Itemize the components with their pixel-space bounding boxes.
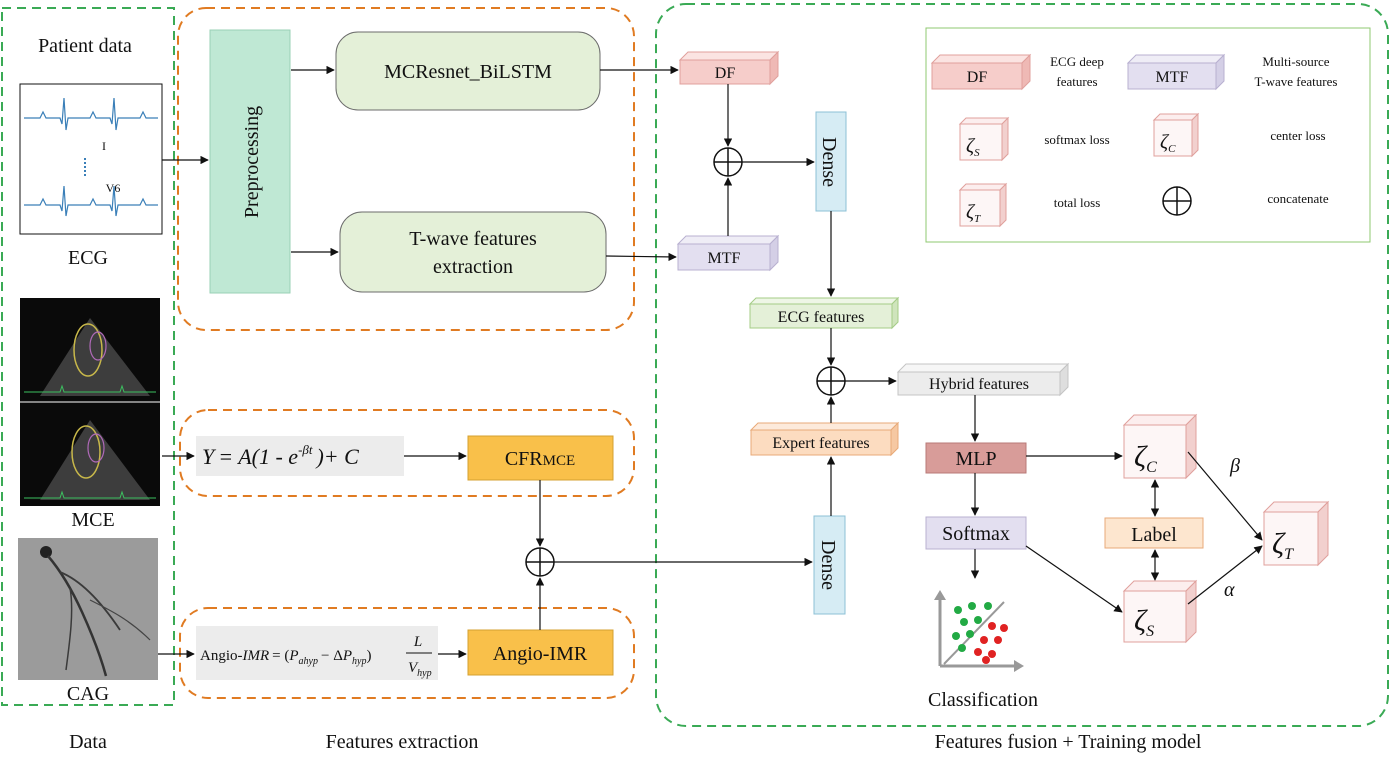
legend-df-desc-2: features (1056, 74, 1097, 89)
patient-data-title: Patient data (38, 35, 132, 57)
mce-image (20, 298, 160, 506)
legend-softmax-loss-text: softmax loss (1044, 132, 1109, 147)
legend-total-loss-text: total loss (1054, 195, 1101, 210)
mtf-label: MTF (708, 250, 741, 267)
ecg-lead-i: I (102, 139, 106, 153)
classification-plot (934, 590, 1024, 672)
dense-top-label: Dense (818, 137, 840, 187)
center-loss-symbol: ζC (1134, 440, 1157, 476)
ecg-lead-v6: V6 (106, 181, 121, 195)
legend-mtf-label: MTF (1156, 69, 1189, 86)
section-data-caption: Data (69, 731, 107, 753)
ecg-image: I V6 (19, 83, 163, 235)
twave-extraction-box (339, 211, 607, 293)
legend-center-loss-text: center loss (1270, 128, 1325, 143)
legend-df-desc-1: ECG deep (1050, 54, 1104, 69)
cag-extraction-region (179, 607, 635, 699)
hybrid-features-label: Hybrid features (929, 376, 1029, 393)
cag-caption: CAG (67, 683, 109, 705)
twave-label-line2: extraction (433, 256, 513, 278)
mcresnet-label: MCResnet_BiLSTM (384, 61, 552, 83)
preprocessing-label: Preprocessing (241, 106, 263, 218)
legend-total-loss-cube: ζT (958, 182, 1008, 228)
legend-softmax-loss-cube: ζS (958, 116, 1010, 162)
concat-symbol-hybrid (816, 366, 846, 396)
mcresnet-box (335, 31, 601, 111)
section-fusion-caption: Features fusion + Training model (935, 731, 1202, 753)
softmax-box (925, 516, 1027, 550)
connector-arrows (158, 65, 1263, 659)
center-loss-cube: ζC (1122, 413, 1198, 480)
cfr-mce-label: CFRMCE (505, 448, 575, 470)
legend-mtf-desc-2: T-wave features (1255, 74, 1338, 89)
legend-df-swatch: DF (930, 53, 1032, 91)
df-label: DF (715, 65, 736, 82)
legend-mtf-desc-1: Multi-source (1262, 54, 1329, 69)
concat-symbol-df-mtf (713, 147, 743, 177)
section-extraction-caption: Features extraction (326, 731, 479, 753)
angio-imr-box (467, 629, 614, 676)
mce-formula: Y= A(1 - e-βt)+ C (202, 442, 359, 469)
dense-bottom-label: Dense (817, 540, 839, 590)
angio-imr-label: Angio-IMR (493, 643, 588, 665)
beta-label: β (1229, 455, 1240, 477)
legend-df-label: DF (967, 69, 988, 86)
total-loss-cube: ζT (1262, 500, 1330, 567)
mce-extraction-region (179, 409, 635, 497)
legend-center-loss-symbol: ζC (1160, 131, 1176, 155)
mlp-box (925, 442, 1027, 474)
expert-features-block: Expert features (749, 421, 900, 457)
legend-center-loss-cube: ζC (1152, 112, 1200, 158)
preprocessing-box (209, 29, 291, 294)
fusion-region (655, 3, 1389, 727)
imr-formula-den: Vhyp (408, 660, 432, 679)
imr-formula-num: L (413, 634, 422, 650)
imr-formula: Angio-IMR= (Pahyp− ΔPhyp) (200, 648, 371, 667)
expert-features-label: Expert features (772, 435, 869, 452)
hybrid-features-block: Hybrid features (896, 362, 1070, 397)
df-block: DF (678, 50, 780, 86)
legend-concatenate-text: concatenate (1267, 191, 1329, 206)
legend-softmax-loss-symbol: ζS (966, 135, 980, 159)
twave-label-line1: T-wave features (409, 228, 537, 250)
total-loss-symbol: ζT (1272, 527, 1294, 563)
label-box (1104, 517, 1204, 549)
classification-label: Classification (928, 689, 1038, 711)
softmax-label: Softmax (942, 523, 1010, 545)
legend-total-loss-symbol: ζT (966, 201, 981, 225)
imr-formula-box (196, 626, 438, 680)
ecg-caption: ECG (68, 247, 108, 269)
cfr-mce-box (467, 435, 614, 481)
ecg-features-block: ECG features (748, 296, 900, 330)
mtf-block: MTF (676, 234, 780, 272)
softmax-loss-cube: ζS (1122, 579, 1198, 644)
mlp-label: MLP (955, 448, 996, 470)
mce-caption: MCE (71, 509, 114, 531)
cag-image (18, 538, 158, 680)
alpha-label: α (1224, 579, 1235, 601)
dense-top-box (815, 111, 847, 212)
dense-bottom-box (813, 515, 846, 615)
legend-concatenate-symbol (1162, 186, 1192, 216)
label-text: Label (1131, 524, 1177, 546)
mce-formula-box (196, 436, 404, 476)
softmax-loss-symbol: ζS (1134, 604, 1154, 640)
legend-mtf-swatch: MTF (1126, 53, 1226, 91)
concat-symbol-extraction (525, 547, 555, 577)
ecg-features-label: ECG features (778, 309, 865, 326)
ecg-extraction-region (177, 7, 635, 331)
